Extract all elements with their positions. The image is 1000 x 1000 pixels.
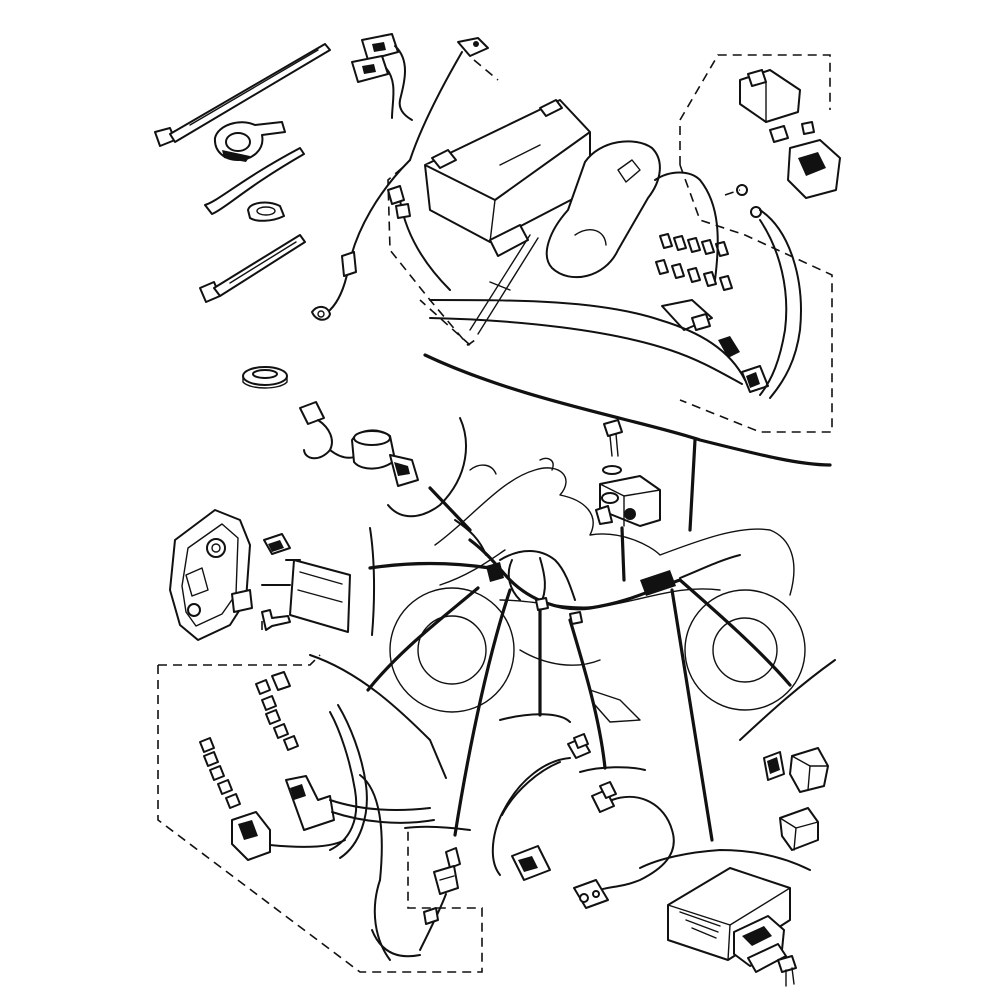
relay-connectors	[763, 747, 829, 851]
motorcycle-silhouette	[389, 457, 806, 723]
ground-lead	[311, 159, 411, 321]
battery-cover	[469, 140, 661, 335]
sensor-lead-b	[573, 781, 675, 909]
rectifier-regulator	[667, 867, 797, 987]
ecu-bracket	[169, 509, 291, 641]
dashed-regions	[157, 54, 833, 973]
bolt-and-washer	[602, 419, 623, 475]
cable-ties	[154, 43, 331, 303]
sub-harness-left	[199, 671, 435, 961]
fuse-holders	[655, 233, 769, 393]
region-outlines	[309, 353, 836, 871]
battery-area-harness	[387, 171, 802, 399]
plug-sensor-small	[419, 847, 461, 951]
grommet	[242, 366, 288, 389]
harness-clamps	[213, 121, 286, 222]
battery	[424, 99, 591, 243]
socket-assembly	[299, 401, 419, 487]
bracket-sensor	[595, 475, 661, 527]
ecu-module	[289, 559, 351, 633]
battery-connectors	[351, 33, 489, 161]
callout-leaders	[261, 438, 792, 842]
starter-relay	[736, 69, 841, 218]
sensor-lead-a	[491, 733, 591, 881]
